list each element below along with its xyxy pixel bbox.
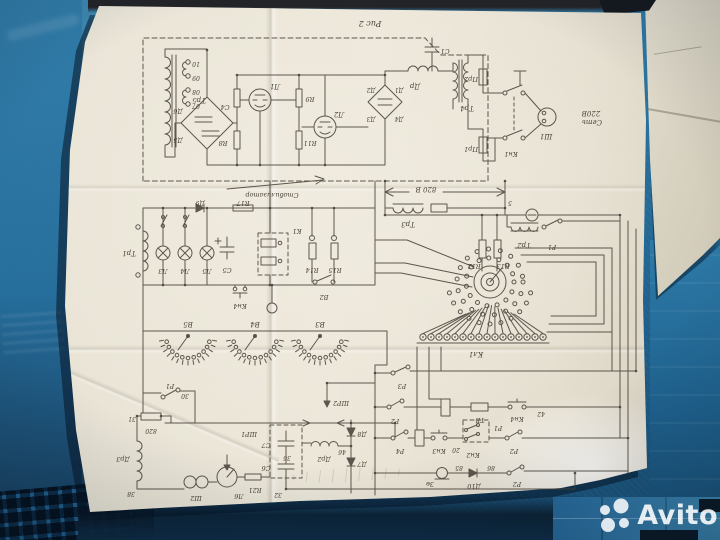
mat-dark-tile	[640, 530, 698, 540]
mat-dark-tile	[699, 499, 720, 512]
mat-seam	[601, 497, 603, 540]
mat-seam	[553, 518, 720, 519]
avito-watermark: Avito	[596, 497, 718, 533]
paper-crease	[645, 107, 720, 123]
mat-embossed-text	[0, 309, 66, 355]
mat-seam	[665, 497, 667, 540]
pencil-marks	[653, 42, 703, 62]
avito-logo-icon	[600, 498, 630, 532]
paper-fold-diagonal	[65, 359, 280, 466]
paper-fold-horizontal	[65, 184, 647, 192]
background-paper	[645, 0, 720, 296]
watermark-text: Avito	[637, 499, 718, 531]
paper-fold-horizontal	[65, 345, 647, 354]
pencil-smudge	[287, 464, 409, 486]
